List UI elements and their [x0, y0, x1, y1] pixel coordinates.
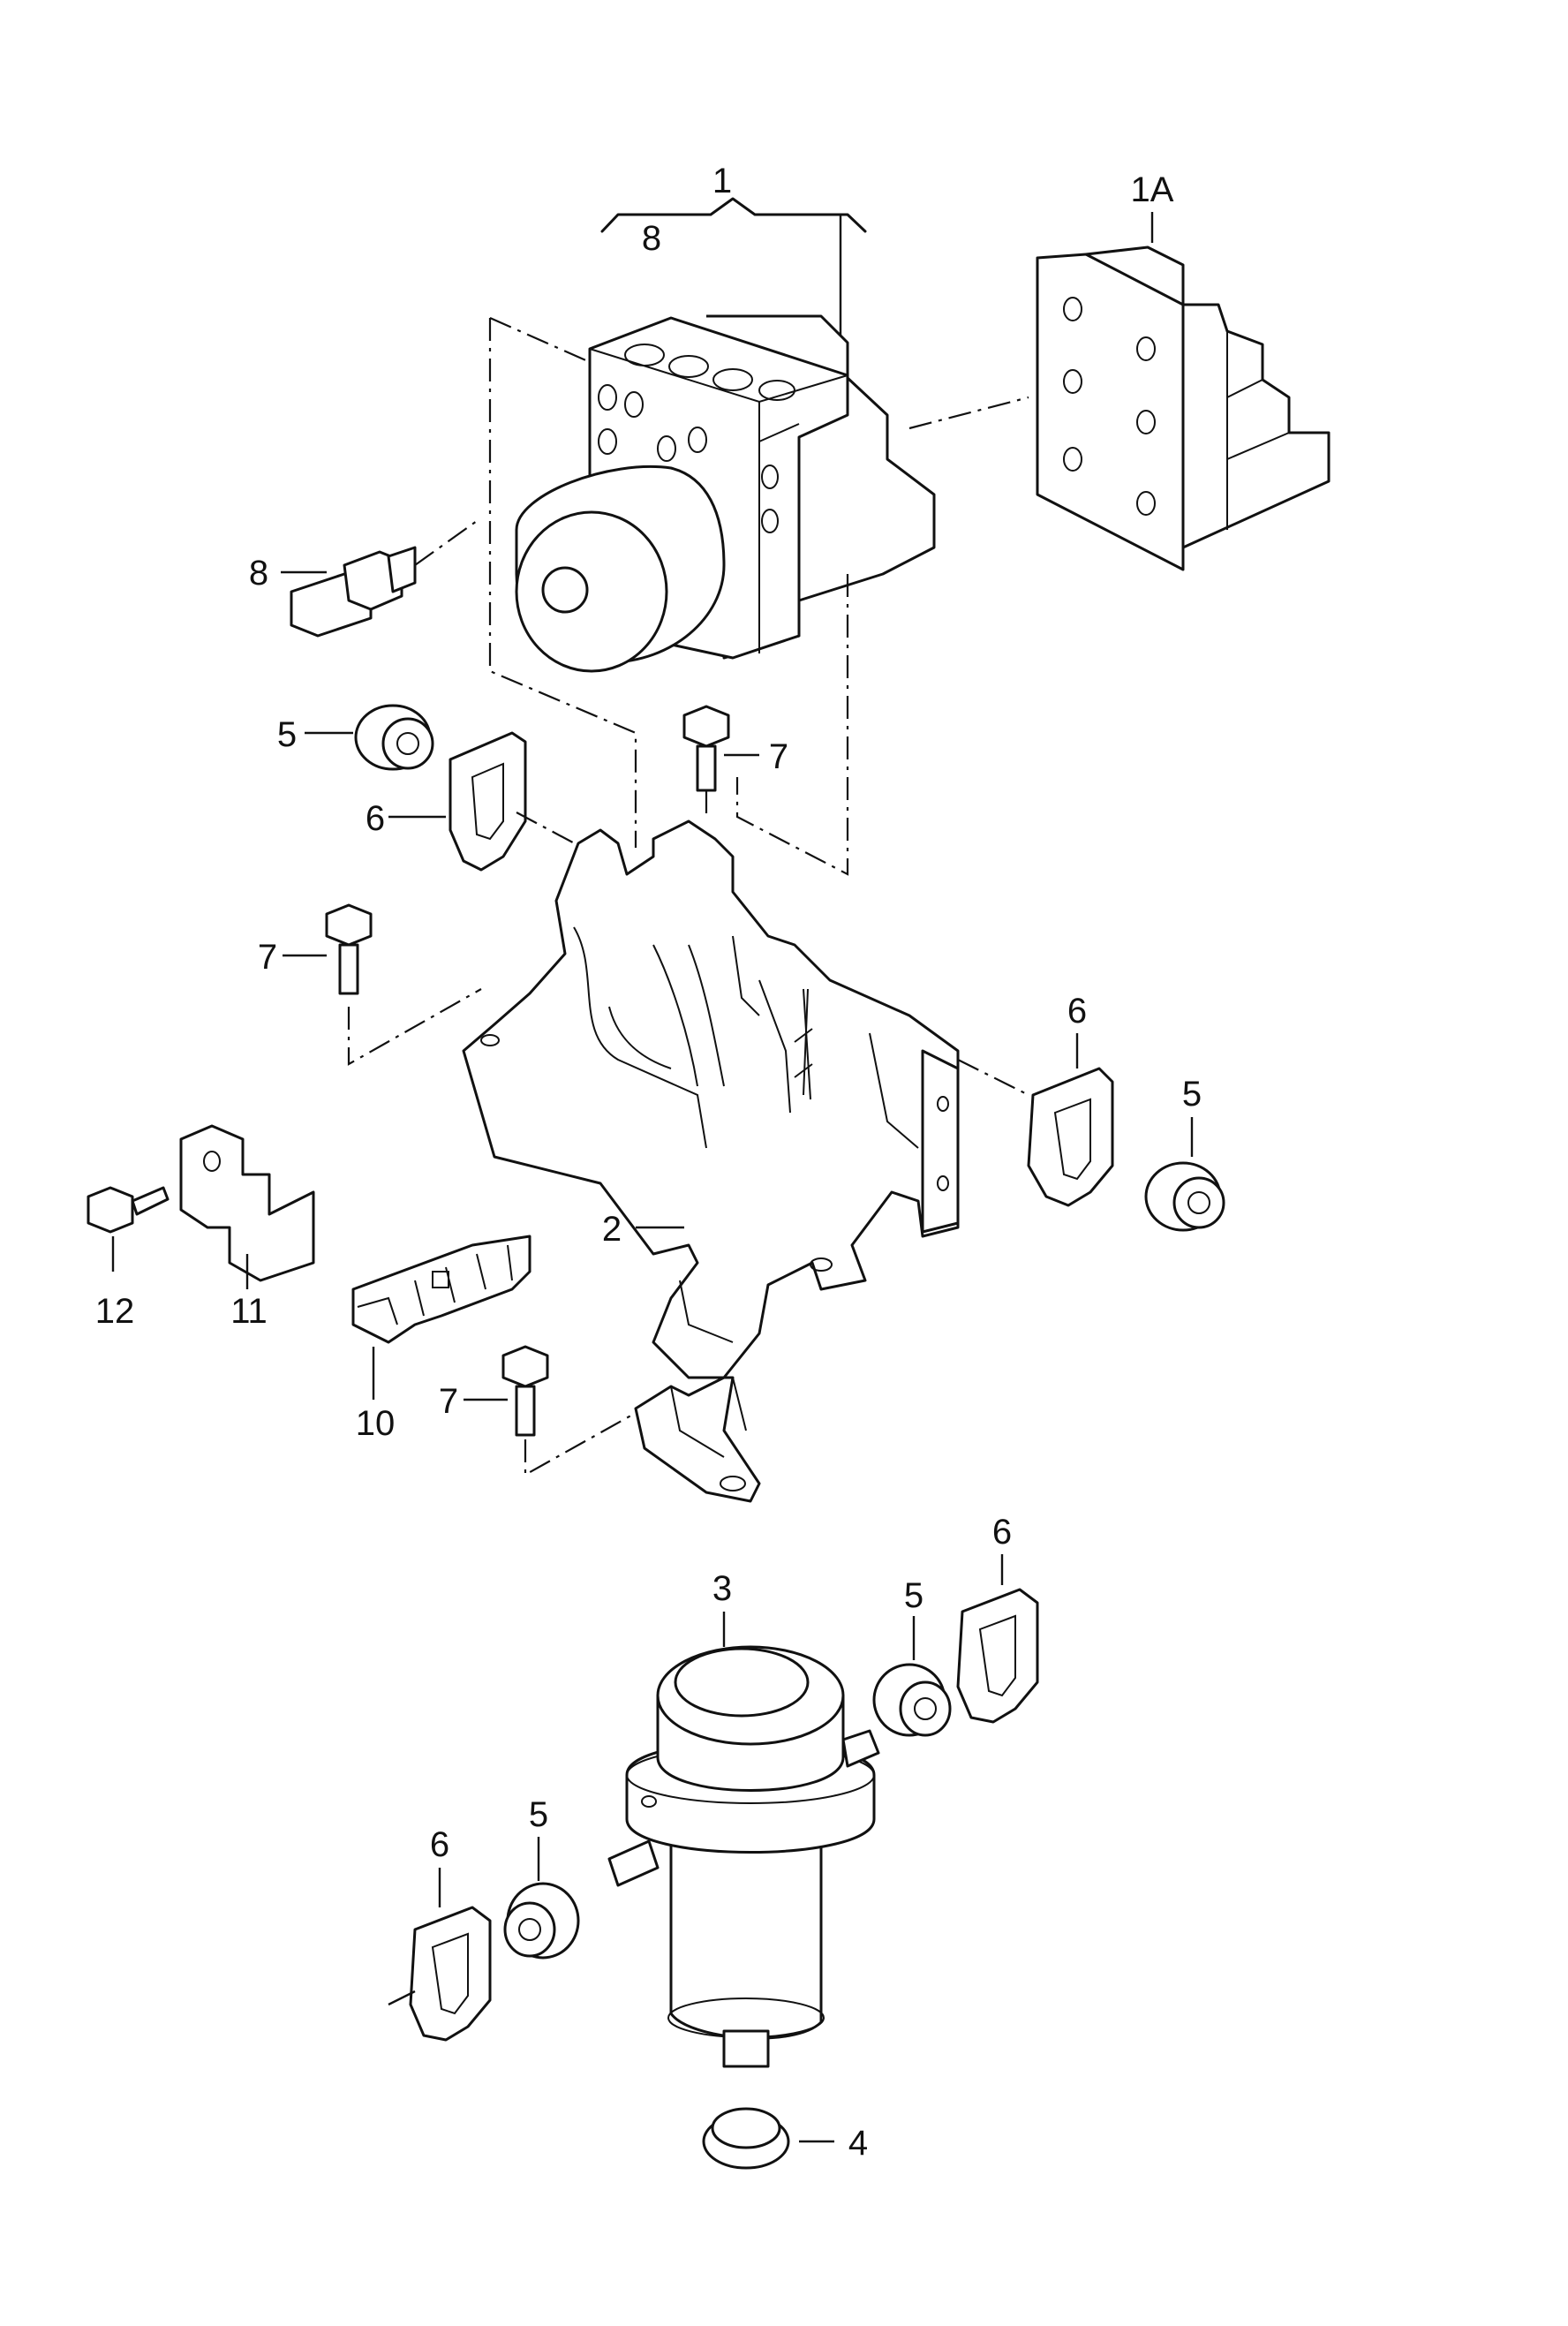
callout-6: 6 [992, 1513, 1012, 1552]
hex-bolt[interactable] [682, 705, 759, 817]
callout-6: 6 [366, 799, 385, 838]
small-bracket[interactable] [179, 1124, 315, 1289]
callout-6: 6 [430, 1825, 449, 1864]
rubber-grommet[interactable] [503, 1837, 580, 1960]
callout-4: 4 [848, 2124, 868, 2163]
rubber-grommet[interactable] [872, 1616, 952, 1737]
callout-11: 11 [230, 1292, 268, 1331]
retaining-clip[interactable] [388, 731, 584, 872]
callout-12: 12 [95, 1292, 135, 1331]
callout-1a: 1A [1131, 170, 1174, 209]
pressure-sensor[interactable] [281, 520, 478, 638]
callout-5: 5 [904, 1576, 923, 1615]
callout-1: 1 [712, 162, 732, 200]
callout-5: 5 [1182, 1075, 1202, 1114]
callout-8-top: 8 [642, 219, 661, 258]
callout-7: 7 [769, 737, 788, 776]
unit-mount-line-left [488, 318, 637, 848]
control-unit-mount-line [908, 396, 1029, 430]
retaining-clip[interactable] [956, 1554, 1039, 1724]
callout-5: 5 [277, 715, 297, 754]
callout-6: 6 [1067, 992, 1087, 1031]
brake-line-holder[interactable] [351, 1235, 531, 1400]
hex-bolt[interactable] [283, 903, 482, 1066]
mounting-bracket[interactable] [462, 819, 960, 1503]
callout-10: 10 [356, 1404, 396, 1443]
rubber-grommet[interactable] [305, 704, 434, 771]
callout-7: 7 [439, 1382, 458, 1421]
clip-mount-line [957, 1059, 1029, 1096]
abs-hydraulic-unit[interactable] [515, 314, 936, 673]
screw[interactable] [87, 1186, 170, 1272]
rubber-plug[interactable] [702, 2107, 834, 2170]
abs-control-unit[interactable] [1036, 212, 1331, 571]
retaining-clip[interactable] [1027, 1033, 1114, 1207]
callout-8: 8 [249, 554, 268, 593]
unit-mount-line-top [489, 316, 591, 364]
callout-7: 7 [258, 938, 277, 977]
hex-bolt[interactable] [464, 1345, 637, 1476]
rubber-grommet[interactable] [1144, 1117, 1225, 1232]
callout-5: 5 [529, 1795, 548, 1834]
retaining-clip[interactable] [388, 1868, 492, 2042]
vacuum-pump[interactable] [607, 1612, 880, 2068]
callout-3: 3 [712, 1569, 732, 1608]
callout-2: 2 [602, 1210, 622, 1249]
